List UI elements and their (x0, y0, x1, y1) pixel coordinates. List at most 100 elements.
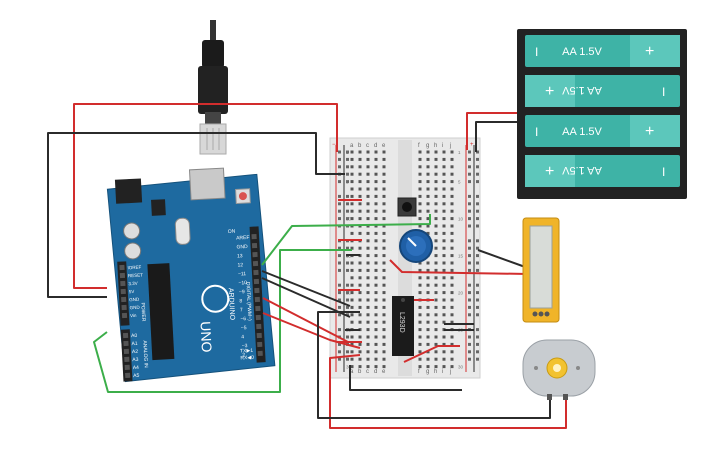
digital-pin-hole[interactable] (256, 323, 262, 330)
breadboard-hole[interactable] (366, 150, 370, 154)
battery-cell[interactable]: +IAA 1.5V (525, 75, 680, 107)
rail-hole[interactable] (476, 305, 479, 309)
digital-pin-hole[interactable] (252, 260, 259, 267)
breadboard-hole[interactable] (450, 261, 454, 265)
breadboard-hole[interactable] (442, 350, 446, 354)
breadboard-hole[interactable] (350, 357, 354, 361)
breadboard-hole[interactable] (350, 194, 354, 198)
breadboard-hole[interactable] (442, 305, 446, 309)
breadboard-hole[interactable] (374, 224, 378, 228)
breadboard-hole[interactable] (434, 283, 438, 287)
rail-hole[interactable] (468, 254, 471, 258)
breadboard-hole[interactable] (426, 209, 430, 213)
wire-battery-black[interactable] (475, 121, 525, 152)
breadboard-hole[interactable] (366, 261, 370, 265)
breadboard-hole[interactable] (350, 335, 354, 339)
breadboard-hole[interactable] (350, 180, 354, 184)
motor-driver-ic[interactable]: L293D (392, 296, 414, 356)
breadboard-hole[interactable] (434, 261, 438, 265)
rail-hole[interactable] (476, 217, 479, 221)
breadboard-hole[interactable] (450, 180, 454, 184)
breadboard-hole[interactable] (450, 335, 454, 339)
rail-hole[interactable] (476, 357, 479, 361)
rail-hole[interactable] (338, 157, 341, 161)
rail-hole[interactable] (468, 239, 471, 243)
breadboard-hole[interactable] (418, 261, 422, 265)
rail-hole[interactable] (468, 305, 471, 309)
rail-hole[interactable] (476, 172, 479, 176)
breadboard-hole[interactable] (426, 357, 430, 361)
breadboard-hole[interactable] (442, 261, 446, 265)
rail-hole[interactable] (346, 172, 349, 176)
breadboard-hole[interactable] (442, 342, 446, 346)
breadboard-hole[interactable] (374, 261, 378, 265)
breadboard-hole[interactable] (442, 202, 446, 206)
breadboard-hole[interactable] (350, 298, 354, 302)
rail-hole[interactable] (346, 283, 349, 287)
breadboard-hole[interactable] (374, 350, 378, 354)
breadboard-hole[interactable] (366, 157, 370, 161)
breadboard-hole[interactable] (358, 313, 362, 317)
rail-hole[interactable] (468, 150, 471, 154)
breadboard-hole[interactable] (374, 254, 378, 258)
breadboard-hole[interactable] (450, 357, 454, 361)
reset-button-cap[interactable] (238, 192, 247, 201)
breadboard-hole[interactable] (374, 283, 378, 287)
breadboard-hole[interactable] (442, 172, 446, 176)
breadboard-hole[interactable] (450, 246, 454, 250)
breadboard-hole[interactable] (442, 217, 446, 221)
breadboard-hole[interactable] (442, 187, 446, 191)
breadboard-hole[interactable] (418, 165, 422, 169)
breadboard-hole[interactable] (434, 217, 438, 221)
potentiometer[interactable] (399, 229, 433, 263)
rail-hole[interactable] (338, 246, 341, 250)
breadboard-hole[interactable] (350, 342, 354, 346)
breadboard-hole[interactable] (418, 357, 422, 361)
breadboard-hole[interactable] (374, 187, 378, 191)
rail-hole[interactable] (476, 328, 479, 332)
digital-pin-hole[interactable] (253, 269, 259, 276)
breadboard-hole[interactable] (374, 365, 378, 369)
breadboard-hole[interactable] (358, 209, 362, 213)
breadboard-hole[interactable] (382, 231, 386, 235)
breadboard-hole[interactable] (418, 320, 422, 324)
breadboard-hole[interactable] (366, 165, 370, 169)
breadboard-hole[interactable] (442, 335, 446, 339)
analog-pin-hole[interactable] (123, 340, 129, 347)
wires[interactable] (47, 103, 567, 429)
breadboard-hole[interactable] (426, 231, 430, 235)
power-pin-hole[interactable] (121, 304, 127, 311)
breadboard-hole[interactable] (434, 335, 438, 339)
pushbutton[interactable] (397, 197, 417, 217)
rail-hole[interactable] (476, 335, 479, 339)
breadboard-hole[interactable] (358, 246, 362, 250)
breadboard-hole[interactable] (350, 365, 354, 369)
lcd-module[interactable] (522, 217, 560, 323)
rail-hole[interactable] (346, 246, 349, 250)
breadboard-hole[interactable] (418, 209, 422, 213)
breadboard-hole[interactable] (426, 261, 430, 265)
breadboard-hole[interactable] (442, 194, 446, 198)
breadboard-hole[interactable] (450, 224, 454, 228)
digital-pin-hole[interactable] (252, 251, 258, 258)
rail-hole[interactable] (468, 194, 471, 198)
rail-hole[interactable] (468, 172, 471, 176)
breadboard-hole[interactable] (382, 350, 386, 354)
breadboard-hole[interactable] (358, 365, 362, 369)
breadboard-hole[interactable] (366, 254, 370, 258)
breadboard-hole[interactable] (450, 350, 454, 354)
wire-5v-red[interactable] (73, 103, 338, 289)
breadboard-hole[interactable] (366, 365, 370, 369)
analog-pin-hole[interactable] (125, 372, 131, 379)
rail-hole[interactable] (338, 350, 341, 354)
digital-pin-hole[interactable] (254, 296, 261, 303)
wire-red-pot-lcd[interactable] (389, 259, 529, 275)
rail-hole[interactable] (338, 261, 341, 265)
breadboard-hole[interactable] (358, 231, 362, 235)
wire-motor-red[interactable] (329, 354, 567, 429)
power-pin-hole[interactable] (119, 272, 126, 279)
rail-hole[interactable] (346, 165, 349, 169)
rail-hole[interactable] (476, 165, 479, 169)
breadboard-hole[interactable] (358, 261, 362, 265)
